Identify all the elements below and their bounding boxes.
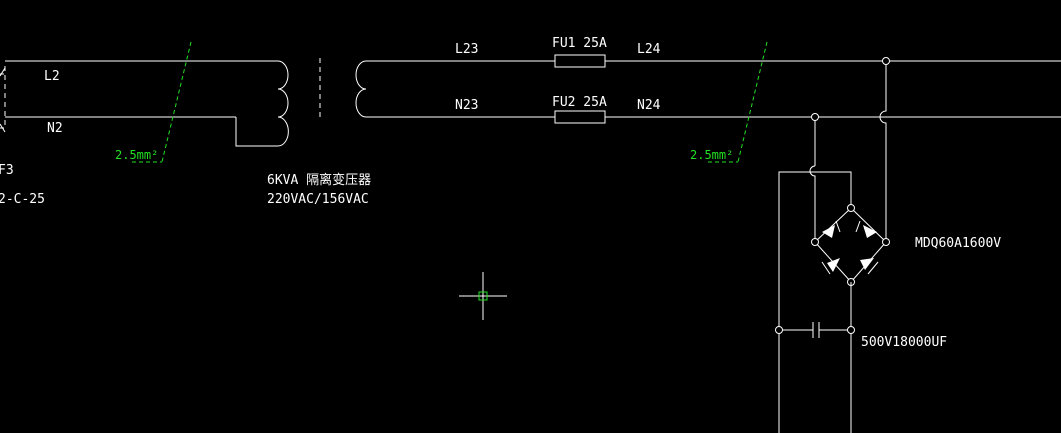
- cap-node-left: [775, 326, 783, 334]
- wire-size-annotation-right: [708, 41, 768, 163]
- label-l24: L24: [637, 42, 661, 57]
- label-fu2: FU2 25A: [552, 95, 607, 110]
- capacitor: [812, 322, 820, 338]
- cap-node-right: [847, 326, 855, 334]
- fuse-fu1: [554, 54, 606, 68]
- label-breaker-id: F3: [0, 163, 14, 178]
- label-rectifier: MDQ60A1600V: [915, 236, 1001, 251]
- label-n24: N24: [637, 98, 661, 113]
- label-l23: L23: [455, 42, 478, 57]
- diode-2: [855, 220, 877, 238]
- isolation-transformer: [277, 58, 367, 147]
- primary-wires: [5, 60, 278, 147]
- label-capacitor: 500V18000UF: [861, 335, 947, 350]
- crosshair-cursor: [459, 272, 507, 320]
- dc-output: [779, 282, 852, 433]
- breaker-f3: [0, 66, 6, 133]
- label-transformer-rating: 6KVA 隔离变压器: [267, 172, 371, 188]
- junction-n24: [811, 113, 819, 121]
- label-breaker-rating: 2-C-25: [0, 192, 45, 207]
- label-n23: N23: [455, 98, 478, 113]
- secondary-wires: [366, 60, 1061, 118]
- wire-size-annotation-left: [132, 41, 192, 163]
- bridge-rectifier: [814, 207, 887, 283]
- label-wire-size-left: 2.5mm²: [115, 148, 158, 162]
- junction-l24: [882, 57, 890, 65]
- label-fu1: FU1 25A: [552, 36, 607, 51]
- diode-1: [822, 220, 841, 238]
- label-n2: N2: [47, 121, 63, 136]
- bridge-node-right: [882, 238, 890, 246]
- fuse-fu2: [554, 110, 606, 124]
- label-l2: L2: [44, 69, 60, 84]
- rectifier-feed: [778, 61, 887, 433]
- label-wire-size-right: 2.5mm²: [690, 148, 733, 162]
- bridge-node-left: [811, 238, 819, 246]
- diode-3: [821, 258, 840, 275]
- label-transformer-voltage: 220VAC/156VAC: [267, 192, 369, 207]
- diode-4: [860, 258, 879, 275]
- bridge-node-top: [847, 204, 855, 212]
